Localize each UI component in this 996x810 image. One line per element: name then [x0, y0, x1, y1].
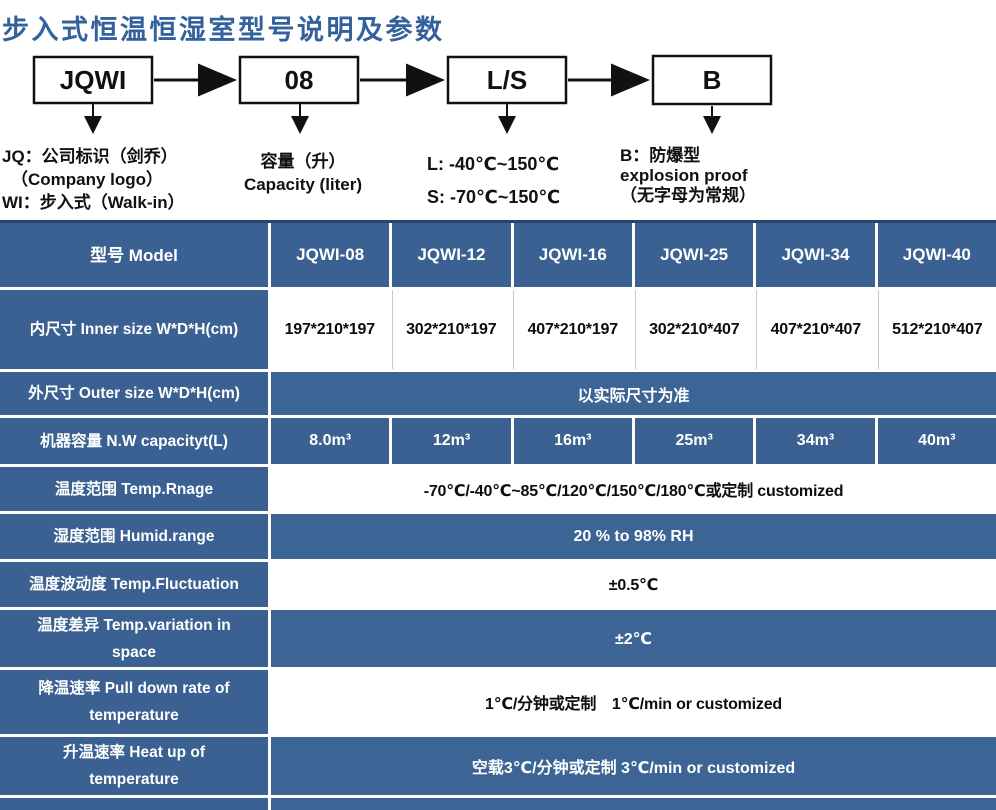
model-cell: JQWI-25	[634, 223, 754, 287]
note-line: L: -40℃~150℃	[427, 154, 560, 174]
flow-box-label-b: B	[702, 64, 722, 95]
table-row-temp-variation: 温度差异 Temp.variation in space ±2℃	[0, 610, 996, 667]
value-cell: 407*210*407	[756, 290, 875, 369]
table-row-temp-fluctuation: 温度波动度 Temp.Fluctuation ±0.5℃	[0, 562, 996, 607]
note-line: B：防爆型	[620, 146, 701, 165]
row-label: 湿度范围 Humid.range	[0, 514, 268, 559]
note-line: S: -70℃~150℃	[427, 187, 561, 207]
span-value-cell: ±0.5℃	[271, 562, 996, 607]
table-row-weight: 机器重量 N.W weight(kg) 以实际重量为准	[0, 798, 996, 810]
table-row-humidity-range: 湿度范围 Humid.range 20 % to 98% RH	[0, 514, 996, 559]
span-value-cell: 以实际重量为准	[271, 798, 996, 810]
row-label: 外尺寸 Outer size W*D*H(cm)	[0, 372, 268, 415]
note-line: explosion proof	[620, 166, 748, 185]
row-label: 温度范围 Temp.Rnage	[0, 467, 268, 511]
model-cell: JQWI-34	[756, 223, 875, 287]
span-value-cell: -70℃/-40℃~85℃/120℃/150℃/180℃或定制 customiz…	[271, 467, 996, 511]
note-line: WI：步入式（Walk-in）	[2, 193, 185, 212]
value-cell: 16m³	[513, 418, 632, 464]
row-label: 温度差异 Temp.variation in space	[0, 610, 268, 667]
flow-box-jqwi	[32, 55, 154, 105]
table-row-capacity: 机器容量 N.W capacityt(L) 8.0m³ 12m³ 16m³ 25…	[0, 418, 996, 464]
value-cell: 407*210*197	[513, 290, 632, 369]
value-cell: 197*210*197	[271, 290, 389, 369]
flow-box-label-ls: L/S	[486, 64, 528, 95]
span-value-cell: 空载3℃/分钟或定制 3℃/min or customized	[271, 737, 996, 795]
flow-box-capacity	[238, 55, 360, 105]
value-cell: 34m³	[756, 418, 875, 464]
table-row-heat-up-rate: 升温速率 Heat up of temperature 空载3℃/分钟或定制 3…	[0, 737, 996, 795]
row-label: 升温速率 Heat up of temperature	[0, 737, 268, 795]
flow-box-ls	[446, 55, 568, 105]
note-line: Capacity (liter)	[243, 175, 363, 194]
model-cell: JQWI-16	[513, 223, 632, 287]
flow-box-label-jqwi: JQWI	[59, 64, 127, 95]
model-cell: JQWI-08	[271, 223, 390, 287]
note-line: 容量（升）	[260, 152, 346, 171]
model-cell: JQWI-12	[392, 223, 511, 287]
value-cell: 512*210*407	[877, 290, 996, 369]
span-value-cell: 以实际尺寸为准	[271, 372, 996, 415]
table-row-outer-size: 外尺寸 Outer size W*D*H(cm) 以实际尺寸为准	[0, 372, 996, 415]
page-title: 步入式恒温恒湿室型号说明及参数	[2, 15, 445, 45]
model-code-flow-diagram	[32, 54, 773, 134]
note-line: JQ：公司标识（剑乔）	[2, 147, 178, 166]
flow-box-b	[651, 54, 773, 106]
row-label: 降温速率 Pull down rate of temperature	[0, 670, 268, 734]
value-cell: 8.0m³	[271, 418, 390, 464]
table-row-temp-range: 温度范围 Temp.Rnage -70℃/-40℃~85℃/120℃/150℃/…	[0, 467, 996, 511]
table-row-pull-down-rate: 降温速率 Pull down rate of temperature 1℃/分钟…	[0, 670, 996, 734]
row-label: 机器重量 N.W weight(kg)	[0, 798, 268, 810]
value-cell: 25m³	[634, 418, 754, 464]
note-capacity: 容量（升） Capacity (liter)	[183, 150, 423, 196]
parameters-table: 型号 Model JQWI-08 JQWI-12 JQWI-16 JQWI-25…	[0, 220, 996, 810]
span-value-cell: 20 % to 98% RH	[271, 514, 996, 559]
row-label: 温度波动度 Temp.Fluctuation	[0, 562, 268, 607]
note-line: （无字母为常规）	[620, 186, 756, 205]
row-label: 内尺寸 Inner size W*D*H(cm)	[0, 290, 268, 369]
value-cell: 12m³	[392, 418, 511, 464]
row-label: 机器容量 N.W capacityt(L)	[0, 418, 268, 464]
note-company-logo: JQ：公司标识（剑乔） （Company logo） WI：步入式（Walk-i…	[2, 145, 185, 214]
value-cell: 302*210*407	[634, 290, 753, 369]
span-value-cell: ±2℃	[271, 610, 996, 667]
value-cell: 302*210*197	[391, 290, 510, 369]
span-value-cell: 1℃/分钟或定制 1℃/min or customized	[271, 670, 996, 734]
model-cell: JQWI-40	[877, 223, 996, 287]
flow-box-label-capacity: 08	[284, 64, 314, 95]
row-label: 型号 Model	[0, 223, 268, 287]
value-cell: 40m³	[877, 418, 996, 464]
note-line: （Company logo）	[11, 170, 164, 189]
table-header-row: 型号 Model JQWI-08 JQWI-12 JQWI-16 JQWI-25…	[0, 223, 996, 287]
note-temperature-codes: L: -40℃~150℃ S: -70℃~150℃	[427, 148, 560, 214]
table-row-inner-size: 内尺寸 Inner size W*D*H(cm) 197*210*197 302…	[0, 290, 996, 369]
note-explosion-proof: B：防爆型 explosion proof （无字母为常规）	[620, 146, 756, 206]
